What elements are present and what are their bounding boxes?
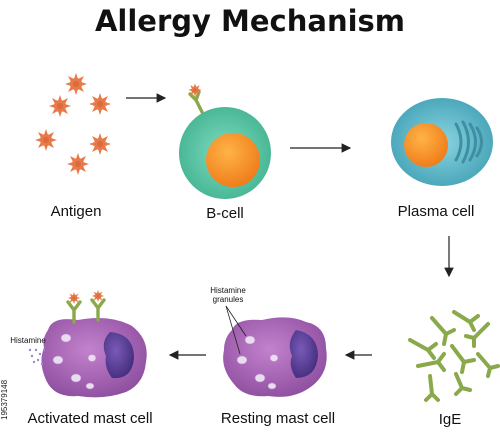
label-b-cell: B-cell [206, 205, 244, 222]
ige-antibodies [408, 310, 500, 402]
label-antigen: Antigen [50, 203, 102, 220]
page-title: Allergy Mechanism [94, 4, 406, 38]
label-activated-mast-cell: Activated mast cell [27, 410, 153, 427]
label-ige: IgE [438, 411, 462, 428]
b-cell [179, 83, 271, 199]
plasma-cell [391, 98, 493, 186]
stock-id-watermark: 195379148 [0, 379, 9, 420]
label-plasma-cell: Plasma cell [397, 203, 475, 220]
label-resting-mast-cell: Resting mast cell [220, 410, 336, 427]
antigen-cluster [35, 73, 111, 175]
activated-mast-cell [28, 289, 147, 398]
resting-mast-cell [223, 305, 327, 397]
label-histamine: Histamine [10, 336, 46, 345]
label-histamine-granules: Histamine granules [210, 286, 246, 304]
